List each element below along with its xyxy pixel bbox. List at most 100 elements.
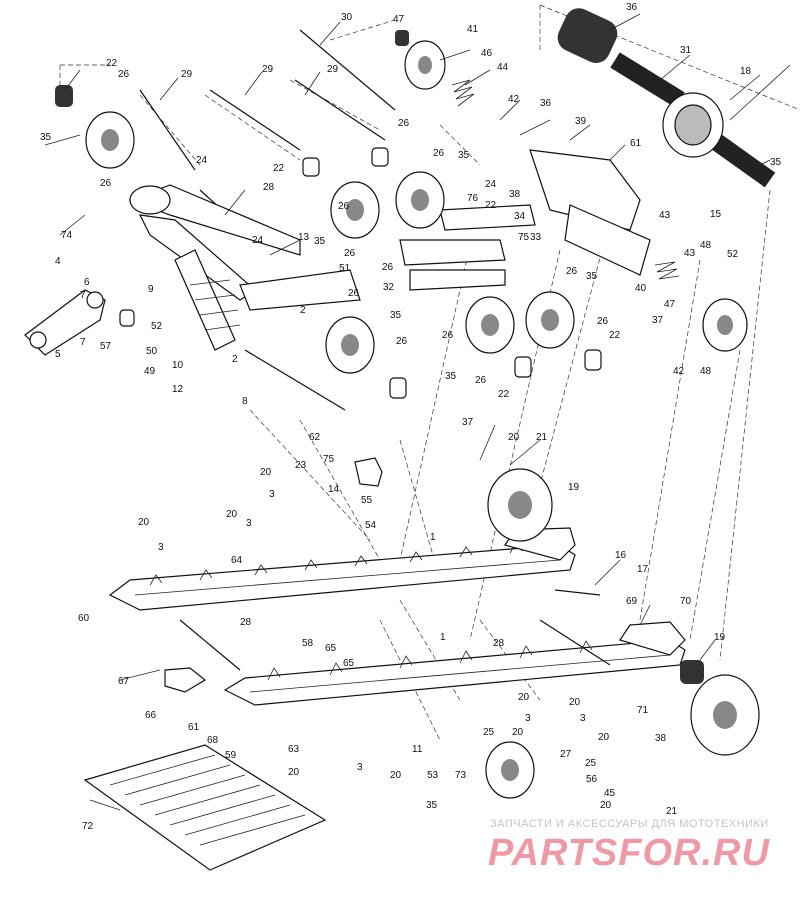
callout-48: 48 <box>700 240 712 251</box>
callout-51: 51 <box>339 263 351 274</box>
callout-5: 5 <box>55 349 61 360</box>
callout-26: 26 <box>566 266 578 277</box>
callout-41: 41 <box>467 24 479 35</box>
callout-26: 26 <box>442 330 454 341</box>
callout-20: 20 <box>512 727 524 738</box>
wheel-8 <box>702 298 748 352</box>
suspension-frame <box>128 149 651 351</box>
callout-25: 25 <box>483 727 495 738</box>
callout-26: 26 <box>338 201 350 212</box>
rail-upper <box>108 527 576 611</box>
callout-35: 35 <box>458 150 470 161</box>
callout-35: 35 <box>770 157 782 168</box>
callout-50: 50 <box>146 346 158 357</box>
callout-60: 60 <box>78 613 90 624</box>
callout-3: 3 <box>580 713 586 724</box>
callout-20: 20 <box>260 467 272 478</box>
callout-38: 38 <box>655 733 667 744</box>
callout-36: 36 <box>626 2 638 13</box>
callout-46: 46 <box>481 48 493 59</box>
callout-38: 38 <box>509 189 521 200</box>
callout-23: 23 <box>295 460 307 471</box>
callout-28: 28 <box>493 638 505 649</box>
callout-35: 35 <box>390 310 402 321</box>
callout-35: 35 <box>586 271 598 282</box>
callout-59: 59 <box>225 750 237 761</box>
callout-37: 37 <box>462 417 474 428</box>
callout-20: 20 <box>508 432 520 443</box>
callout-3: 3 <box>525 713 531 724</box>
idler-wheels <box>85 40 760 799</box>
rear-axle <box>557 8 776 188</box>
callout-47: 47 <box>664 299 676 310</box>
callout-26: 26 <box>100 178 112 189</box>
callout-22: 22 <box>498 389 510 400</box>
callout-21: 21 <box>536 432 548 443</box>
callout-29: 29 <box>262 64 274 75</box>
wheel-10 <box>690 674 760 756</box>
callout-35: 35 <box>445 371 457 382</box>
callout-43: 43 <box>684 248 696 259</box>
callout-75: 75 <box>323 454 335 465</box>
callout-20: 20 <box>226 509 238 520</box>
callout-3: 3 <box>357 762 363 773</box>
callout-74: 74 <box>61 230 73 241</box>
callout-53: 53 <box>427 770 439 781</box>
callout-7: 7 <box>80 337 86 348</box>
callout-26: 26 <box>344 248 356 259</box>
wheel-11 <box>485 741 535 799</box>
callout-11: 11 <box>412 744 423 755</box>
callout-9: 9 <box>148 284 154 295</box>
callout-72: 72 <box>82 821 94 832</box>
callout-39: 39 <box>575 116 587 127</box>
callout-48: 48 <box>700 366 712 377</box>
callout-3: 3 <box>158 542 164 553</box>
callout-49: 49 <box>144 366 156 377</box>
callout-26: 26 <box>348 288 360 299</box>
callout-24: 24 <box>485 179 497 190</box>
callout-64: 64 <box>231 555 243 566</box>
callout-19: 19 <box>568 482 580 493</box>
callout-20: 20 <box>138 517 150 528</box>
callout-2: 2 <box>232 354 238 365</box>
callout-76: 76 <box>467 193 479 204</box>
callout-29: 29 <box>327 64 339 75</box>
callout-10: 10 <box>172 360 184 371</box>
callout-55: 55 <box>361 495 373 506</box>
callout-12: 12 <box>172 384 184 395</box>
callout-61: 61 <box>188 722 200 733</box>
callout-20: 20 <box>569 697 581 708</box>
callout-leaders <box>44 13 791 811</box>
callout-65: 65 <box>343 658 355 669</box>
callout-6: 6 <box>84 277 90 288</box>
callout-58: 58 <box>302 638 314 649</box>
callout-54: 54 <box>365 520 377 531</box>
callout-21: 21 <box>666 806 678 817</box>
callout-71: 71 <box>637 705 649 716</box>
callout-4: 4 <box>55 256 61 267</box>
callout-26: 26 <box>118 69 130 80</box>
callout-42: 42 <box>673 366 685 377</box>
callout-29: 29 <box>181 69 193 80</box>
callout-13: 13 <box>298 232 310 243</box>
callout-33: 33 <box>530 232 542 243</box>
callout-35: 35 <box>426 800 438 811</box>
callout-66: 66 <box>145 710 157 721</box>
callout-52: 52 <box>151 321 163 332</box>
wheel-9 <box>487 468 553 542</box>
callout-1: 1 <box>430 532 436 543</box>
callout-63: 63 <box>288 744 300 755</box>
callout-52: 52 <box>727 249 739 260</box>
callout-27: 27 <box>560 749 572 760</box>
callout-16: 16 <box>615 550 627 561</box>
callout-28: 28 <box>263 182 275 193</box>
callout-43: 43 <box>659 210 671 221</box>
callout-22: 22 <box>106 58 118 69</box>
callout-61: 61 <box>630 138 642 149</box>
callout-69: 69 <box>626 596 638 607</box>
callout-26: 26 <box>396 336 408 347</box>
wheel-7 <box>525 291 575 349</box>
callout-57: 57 <box>100 341 112 352</box>
